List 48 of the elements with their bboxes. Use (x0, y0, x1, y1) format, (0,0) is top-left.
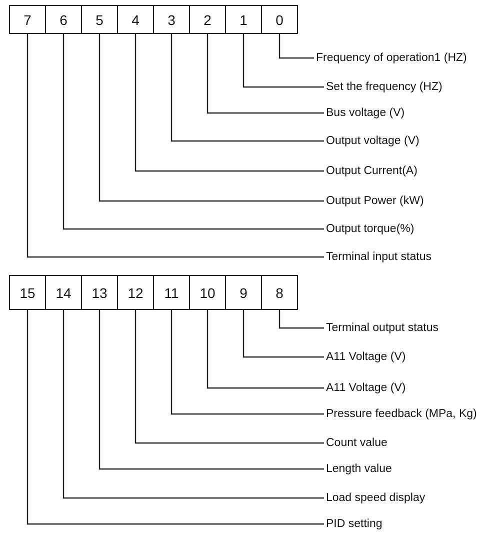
leader-line (134, 34, 324, 172)
bit-cell: 7 (9, 5, 46, 34)
leader-line (170, 34, 324, 142)
bit-label: Terminal input status (326, 249, 432, 265)
bit-label: Frequency of operation1 (HZ) (316, 50, 467, 66)
bit-cell: 10 (189, 275, 226, 310)
bit-label: Terminal output status (326, 320, 439, 336)
bit-label: Output Power (kW) (326, 193, 424, 209)
bit-cell: 9 (225, 275, 262, 310)
bit-cell: 1 (225, 5, 262, 34)
leader-line (206, 310, 324, 389)
leader-line (98, 34, 324, 202)
leader-line (98, 310, 324, 470)
leader-line (206, 34, 324, 114)
bit-cell: 14 (45, 275, 82, 310)
bit-label: A11 Voltage (V) (326, 349, 406, 365)
leader-line (242, 34, 324, 88)
bit-cell: 8 (261, 275, 298, 310)
leader-line (278, 310, 324, 329)
bit-label: Output voltage (V) (326, 133, 420, 149)
leader-line (26, 310, 324, 525)
leader-line (62, 34, 324, 230)
leader-line (134, 310, 324, 444)
leader-line (26, 34, 324, 258)
bit-label: A11 Voltage (V) (326, 380, 406, 396)
bit-cell: 12 (117, 275, 154, 310)
bit-label: Bus voltage (V) (326, 105, 405, 121)
bit-cell: 15 (9, 275, 46, 310)
bit-label: PID setting (326, 516, 382, 532)
bit-cell: 13 (81, 275, 118, 310)
bit-cell: 4 (117, 5, 154, 34)
leader-line (170, 310, 324, 415)
bit-cell: 5 (81, 5, 118, 34)
bit-label: Load speed display (326, 490, 426, 506)
leader-line (62, 310, 324, 499)
bit-label: Output Current(A) (326, 163, 418, 179)
bit-label: Pressure feedback (MPa, Kg) (326, 406, 477, 422)
bit-label: Output torque(%) (326, 221, 414, 237)
bit-label: Length value (326, 461, 392, 477)
leader-line (242, 310, 324, 358)
bit-cell: 11 (153, 275, 190, 310)
bit-cell: 3 (153, 5, 190, 34)
bit-cell: 6 (45, 5, 82, 34)
bit-cell: 0 (261, 5, 298, 34)
bit-label: Set the frequency (HZ) (326, 79, 442, 95)
leader-line (278, 34, 314, 59)
bit-label: Count value (326, 435, 388, 451)
bit-cell: 2 (189, 5, 226, 34)
